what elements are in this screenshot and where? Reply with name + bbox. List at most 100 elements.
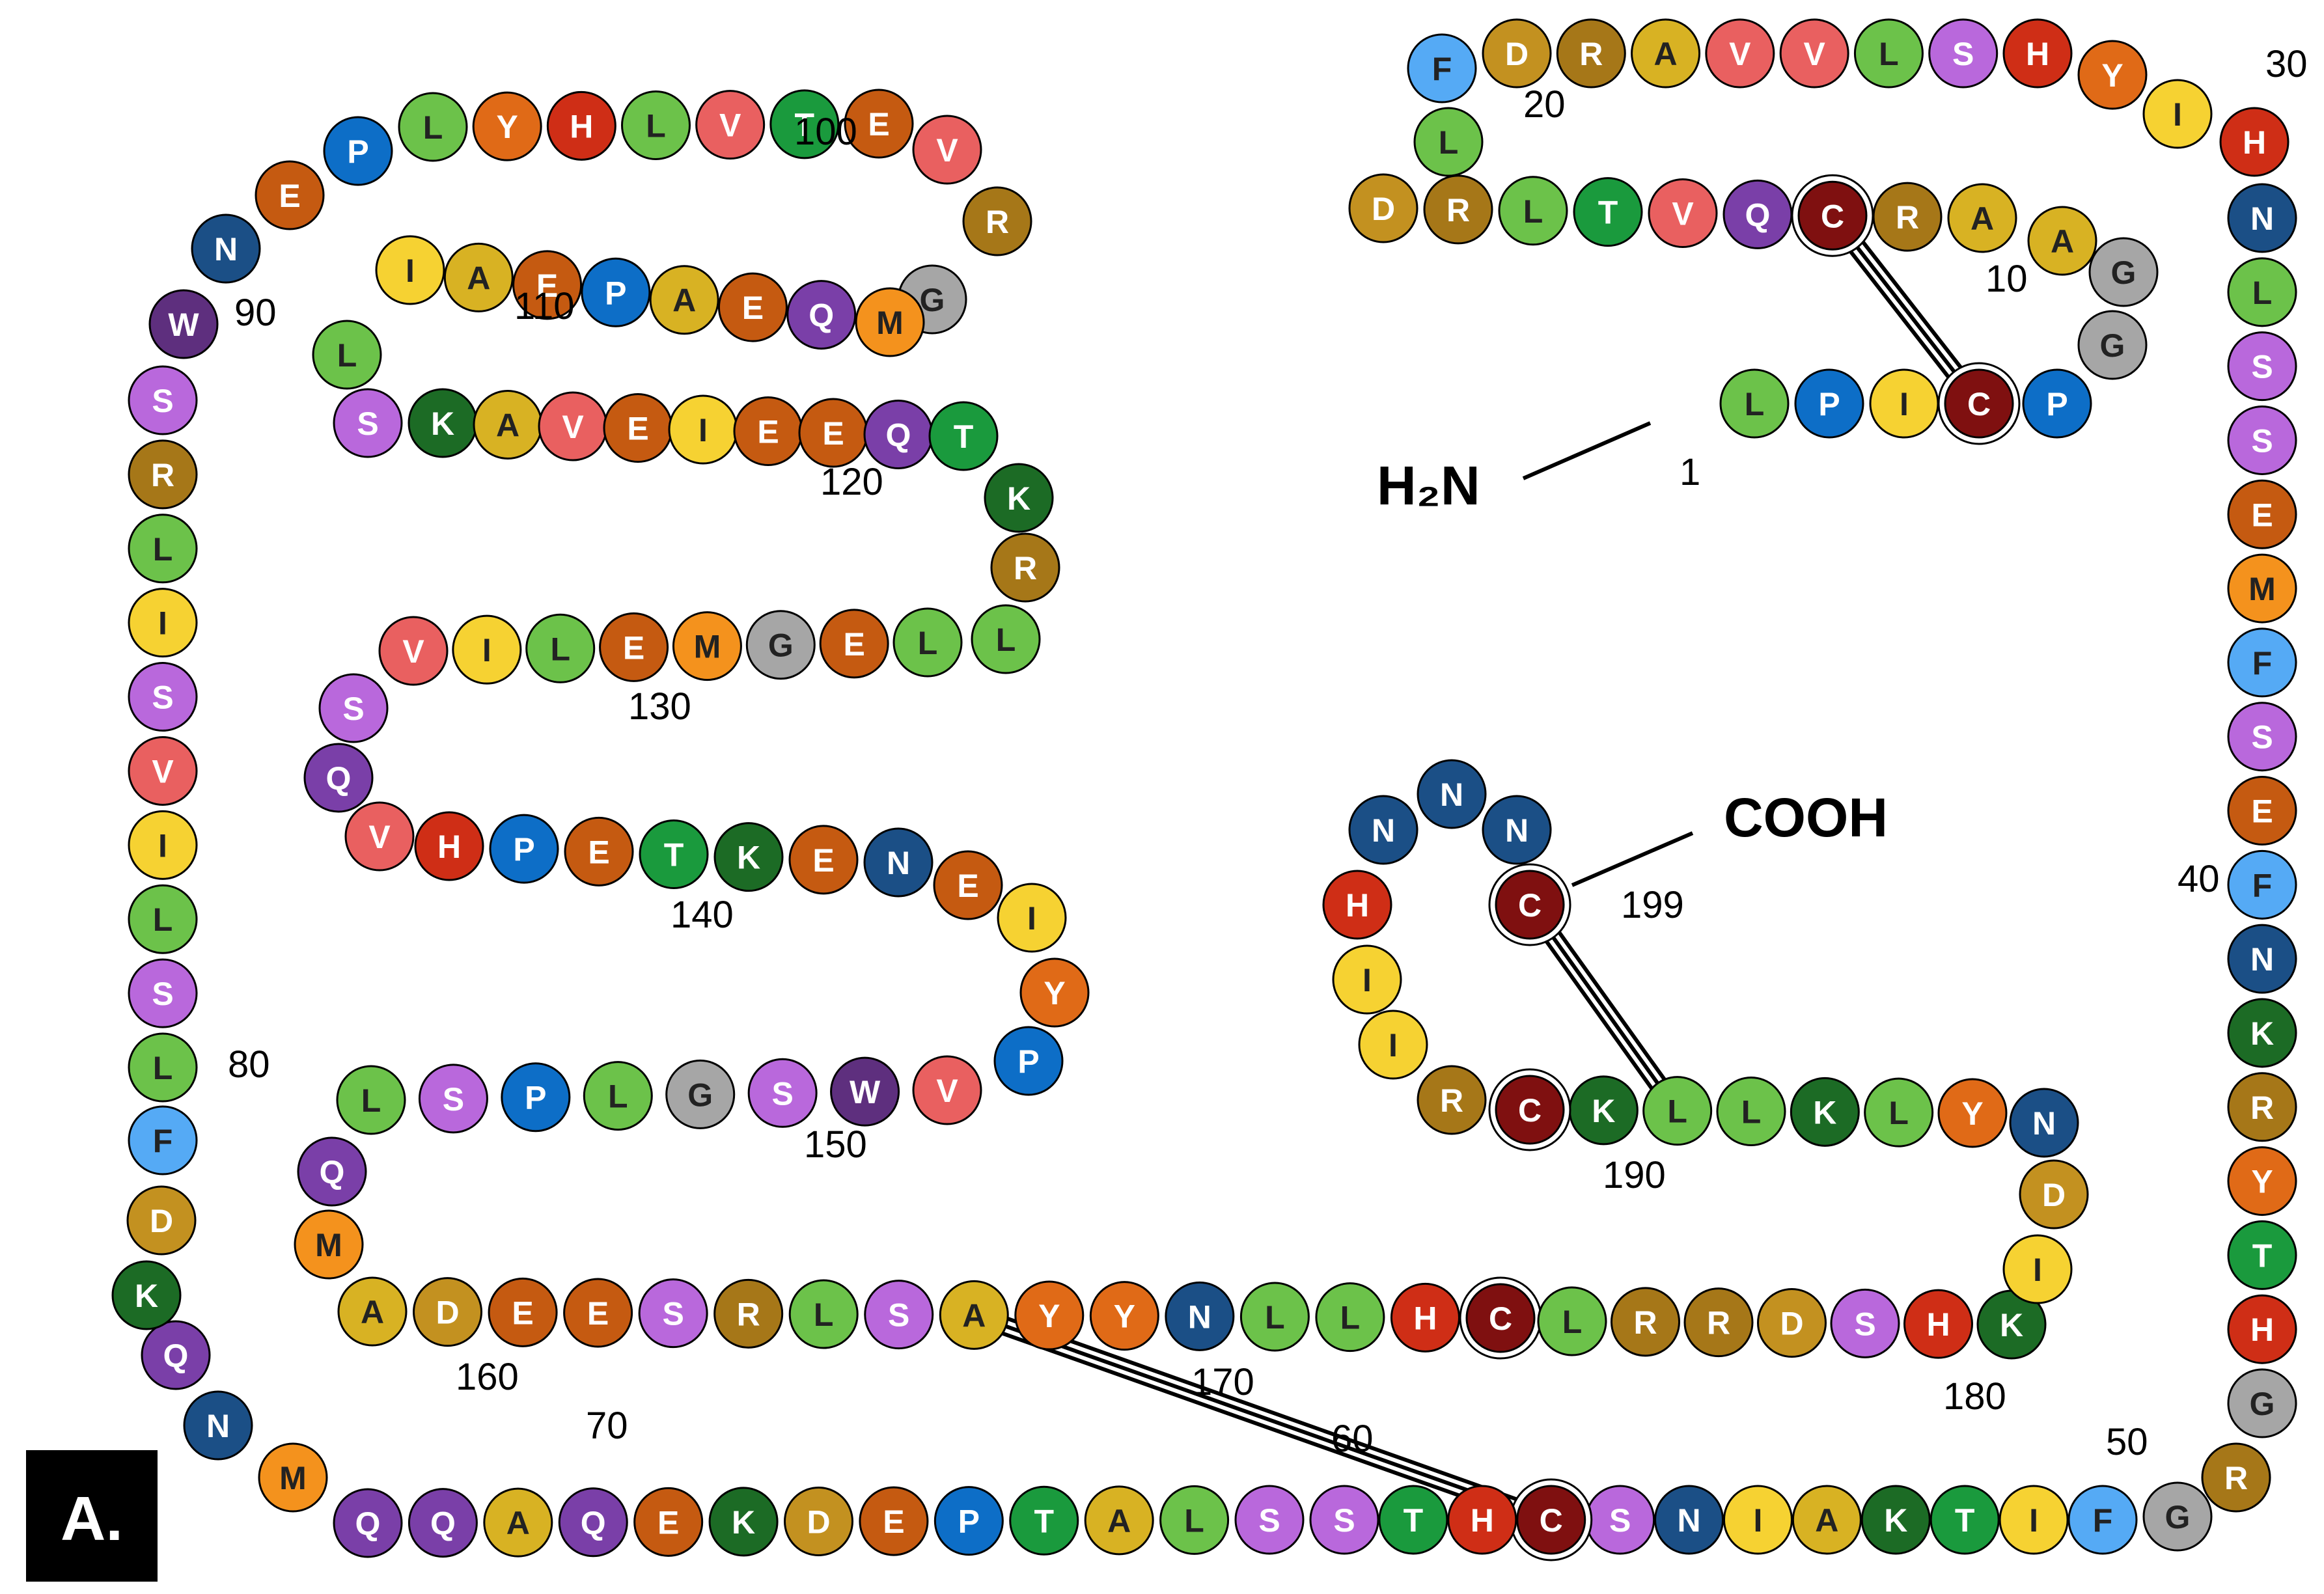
residue-circle bbox=[111, 1260, 182, 1330]
residue-circle bbox=[1495, 1075, 1565, 1145]
residue-49: G bbox=[2142, 1481, 2213, 1552]
residue-letter: S bbox=[888, 1297, 909, 1334]
residue-circle bbox=[1482, 795, 1552, 865]
residue-letter: L bbox=[1523, 193, 1543, 230]
residue-circle bbox=[1903, 1289, 1973, 1359]
residue-150: W bbox=[830, 1056, 900, 1127]
n-terminus-label: H₂N bbox=[1377, 455, 1480, 516]
residue-letter: L bbox=[646, 108, 666, 144]
residue-circle bbox=[2088, 237, 2159, 307]
residue-77: Q bbox=[141, 1320, 211, 1390]
residue-95: L bbox=[398, 92, 468, 162]
residue-144: N bbox=[863, 827, 934, 898]
residue-187: K bbox=[1790, 1077, 1860, 1147]
residue-circle bbox=[501, 1062, 571, 1133]
residue-174: C bbox=[1459, 1276, 1542, 1360]
residue-183: D bbox=[2019, 1159, 2089, 1230]
residue-107: E bbox=[717, 272, 788, 342]
residue-letter: A bbox=[496, 407, 519, 444]
residue-circle bbox=[1928, 18, 1999, 89]
residue-93: E bbox=[255, 160, 325, 230]
residue-12: Q bbox=[1722, 179, 1793, 249]
residue-8: A bbox=[2027, 206, 2097, 276]
residue-circle bbox=[191, 213, 261, 284]
n-terminus-line bbox=[1522, 421, 1652, 480]
residue-67: E bbox=[859, 1486, 929, 1556]
residue-letter: P bbox=[347, 133, 368, 170]
residue-84: I bbox=[128, 810, 198, 880]
residue-17: D bbox=[1348, 173, 1418, 243]
residue-letter: A bbox=[1654, 36, 1678, 72]
residue-39: E bbox=[2227, 776, 2297, 845]
residue-119: I bbox=[668, 394, 738, 465]
residue-letter: H bbox=[1471, 1502, 1494, 1539]
residue-180: H bbox=[1903, 1289, 1973, 1359]
residue-186: L bbox=[1864, 1077, 1934, 1147]
residue-letter: H bbox=[570, 108, 593, 144]
residue-circle bbox=[863, 827, 934, 898]
residue-circle bbox=[939, 1280, 1009, 1350]
residue-circle bbox=[297, 1136, 367, 1207]
residue-circle bbox=[1999, 1485, 2069, 1555]
residue-letter: G bbox=[2111, 254, 2137, 291]
residue-108: A bbox=[649, 265, 719, 335]
residue-letter: T bbox=[1955, 1502, 1975, 1539]
residue-letter: H bbox=[437, 829, 461, 865]
position-label-180: 180 bbox=[1943, 1375, 2006, 1418]
residue-letter: S bbox=[2251, 719, 2273, 756]
residue-88: L bbox=[128, 514, 198, 584]
residue-letter: L bbox=[1562, 1304, 1583, 1340]
residue-circle bbox=[912, 115, 982, 185]
residue-circle bbox=[128, 735, 198, 806]
residue-circle bbox=[962, 186, 1032, 256]
residue-140: E bbox=[564, 816, 634, 886]
residue-letter: H bbox=[2243, 124, 2266, 161]
residue-circle bbox=[1654, 1485, 1724, 1555]
residue-162: E bbox=[563, 1278, 633, 1348]
residue-letter: D bbox=[1372, 191, 1395, 227]
residue-74: Q bbox=[333, 1488, 403, 1558]
residue-circle bbox=[1315, 1282, 1385, 1353]
residue-189: L bbox=[1642, 1076, 1713, 1146]
residue-188: L bbox=[1716, 1077, 1786, 1146]
residue-letter: E bbox=[843, 626, 865, 663]
residue-78: K bbox=[111, 1260, 182, 1330]
position-label-110: 110 bbox=[514, 285, 574, 327]
residue-letter: W bbox=[168, 307, 199, 343]
residue-circle bbox=[912, 1055, 982, 1125]
position-label-30: 30 bbox=[2265, 43, 2308, 85]
residue-circle bbox=[933, 850, 1003, 920]
residue-circle bbox=[2227, 183, 2297, 253]
residue-circle bbox=[928, 401, 999, 471]
residue-33: S bbox=[2227, 331, 2297, 402]
residue-139: P bbox=[489, 814, 559, 884]
residue-89: R bbox=[128, 439, 198, 510]
residue-letter: L bbox=[153, 1050, 173, 1086]
residue-letter: K bbox=[431, 405, 454, 442]
residue-circle bbox=[128, 514, 198, 584]
residue-172: L bbox=[1315, 1282, 1385, 1353]
residue-circle bbox=[2227, 331, 2297, 402]
position-label-160: 160 bbox=[456, 1356, 519, 1398]
residue-letter: M bbox=[876, 305, 904, 341]
position-label-1: 1 bbox=[1680, 451, 1700, 493]
residue-letter: E bbox=[587, 1295, 609, 1332]
residue-91: W bbox=[148, 289, 219, 359]
residue-letter: P bbox=[1818, 386, 1840, 422]
residue-letter: L bbox=[423, 109, 443, 146]
residue-letter: V bbox=[936, 132, 958, 169]
residue-143: E bbox=[788, 825, 859, 895]
residue-circle bbox=[747, 1058, 818, 1128]
residue-circle bbox=[1790, 1077, 1860, 1147]
residue-letter: L bbox=[1184, 1502, 1204, 1539]
residue-154: P bbox=[501, 1062, 571, 1133]
residue-circle bbox=[1465, 1283, 1536, 1353]
position-label-40: 40 bbox=[2178, 858, 2220, 900]
residue-letter: Q bbox=[809, 297, 834, 334]
residue-35: E bbox=[2227, 479, 2297, 549]
residue-circle bbox=[984, 463, 1054, 533]
residue-circle bbox=[1797, 180, 1868, 251]
residue-circle bbox=[1498, 176, 1568, 246]
residue-120: E bbox=[733, 396, 803, 466]
residue-letter: L bbox=[1741, 1094, 1762, 1131]
